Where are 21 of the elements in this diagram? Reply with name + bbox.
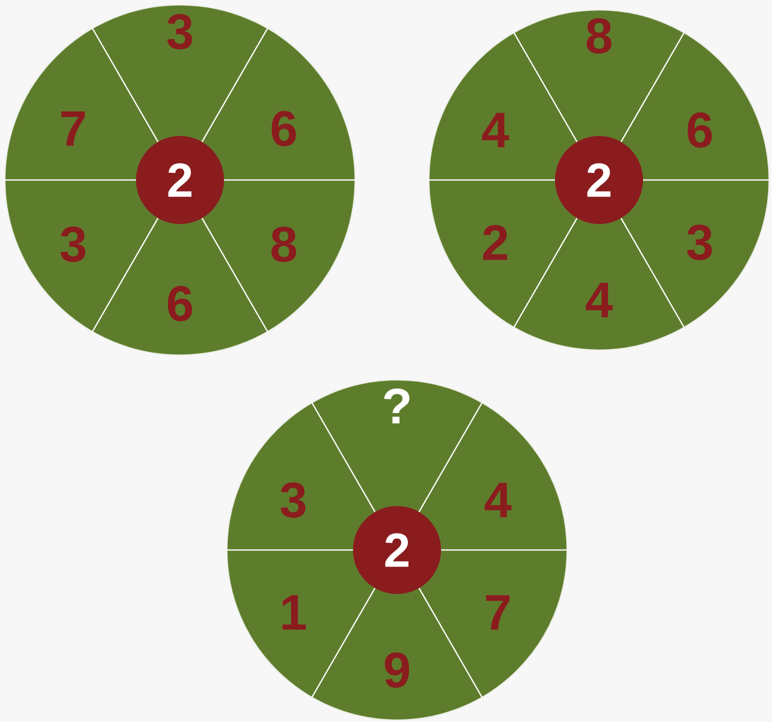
sector-number: 4 (482, 112, 509, 148)
sector-number: 3 (687, 224, 712, 260)
sector-number: 8 (271, 226, 296, 262)
sector-number: 6 (688, 112, 712, 148)
sector-number: 2 (483, 224, 508, 260)
sector-number: 3 (167, 14, 192, 50)
sector-number: 7 (486, 595, 510, 630)
sector-number: 3 (280, 482, 306, 518)
wheel-disc (4, 4, 356, 356)
sector-number: 7 (61, 111, 85, 146)
sector-number: 3 (60, 226, 86, 262)
sector-number: 4 (586, 282, 613, 318)
sector-number: 9 (384, 652, 410, 688)
wheel-disc (428, 10, 770, 350)
question-mark: ? (384, 388, 410, 424)
sector-number: 1 (282, 595, 306, 630)
sector-number: 4 (484, 482, 512, 518)
sector-number: 6 (272, 110, 296, 146)
sector-number: 8 (586, 18, 612, 54)
wheel-disc (226, 380, 568, 720)
sector-number: 6 (168, 286, 192, 322)
